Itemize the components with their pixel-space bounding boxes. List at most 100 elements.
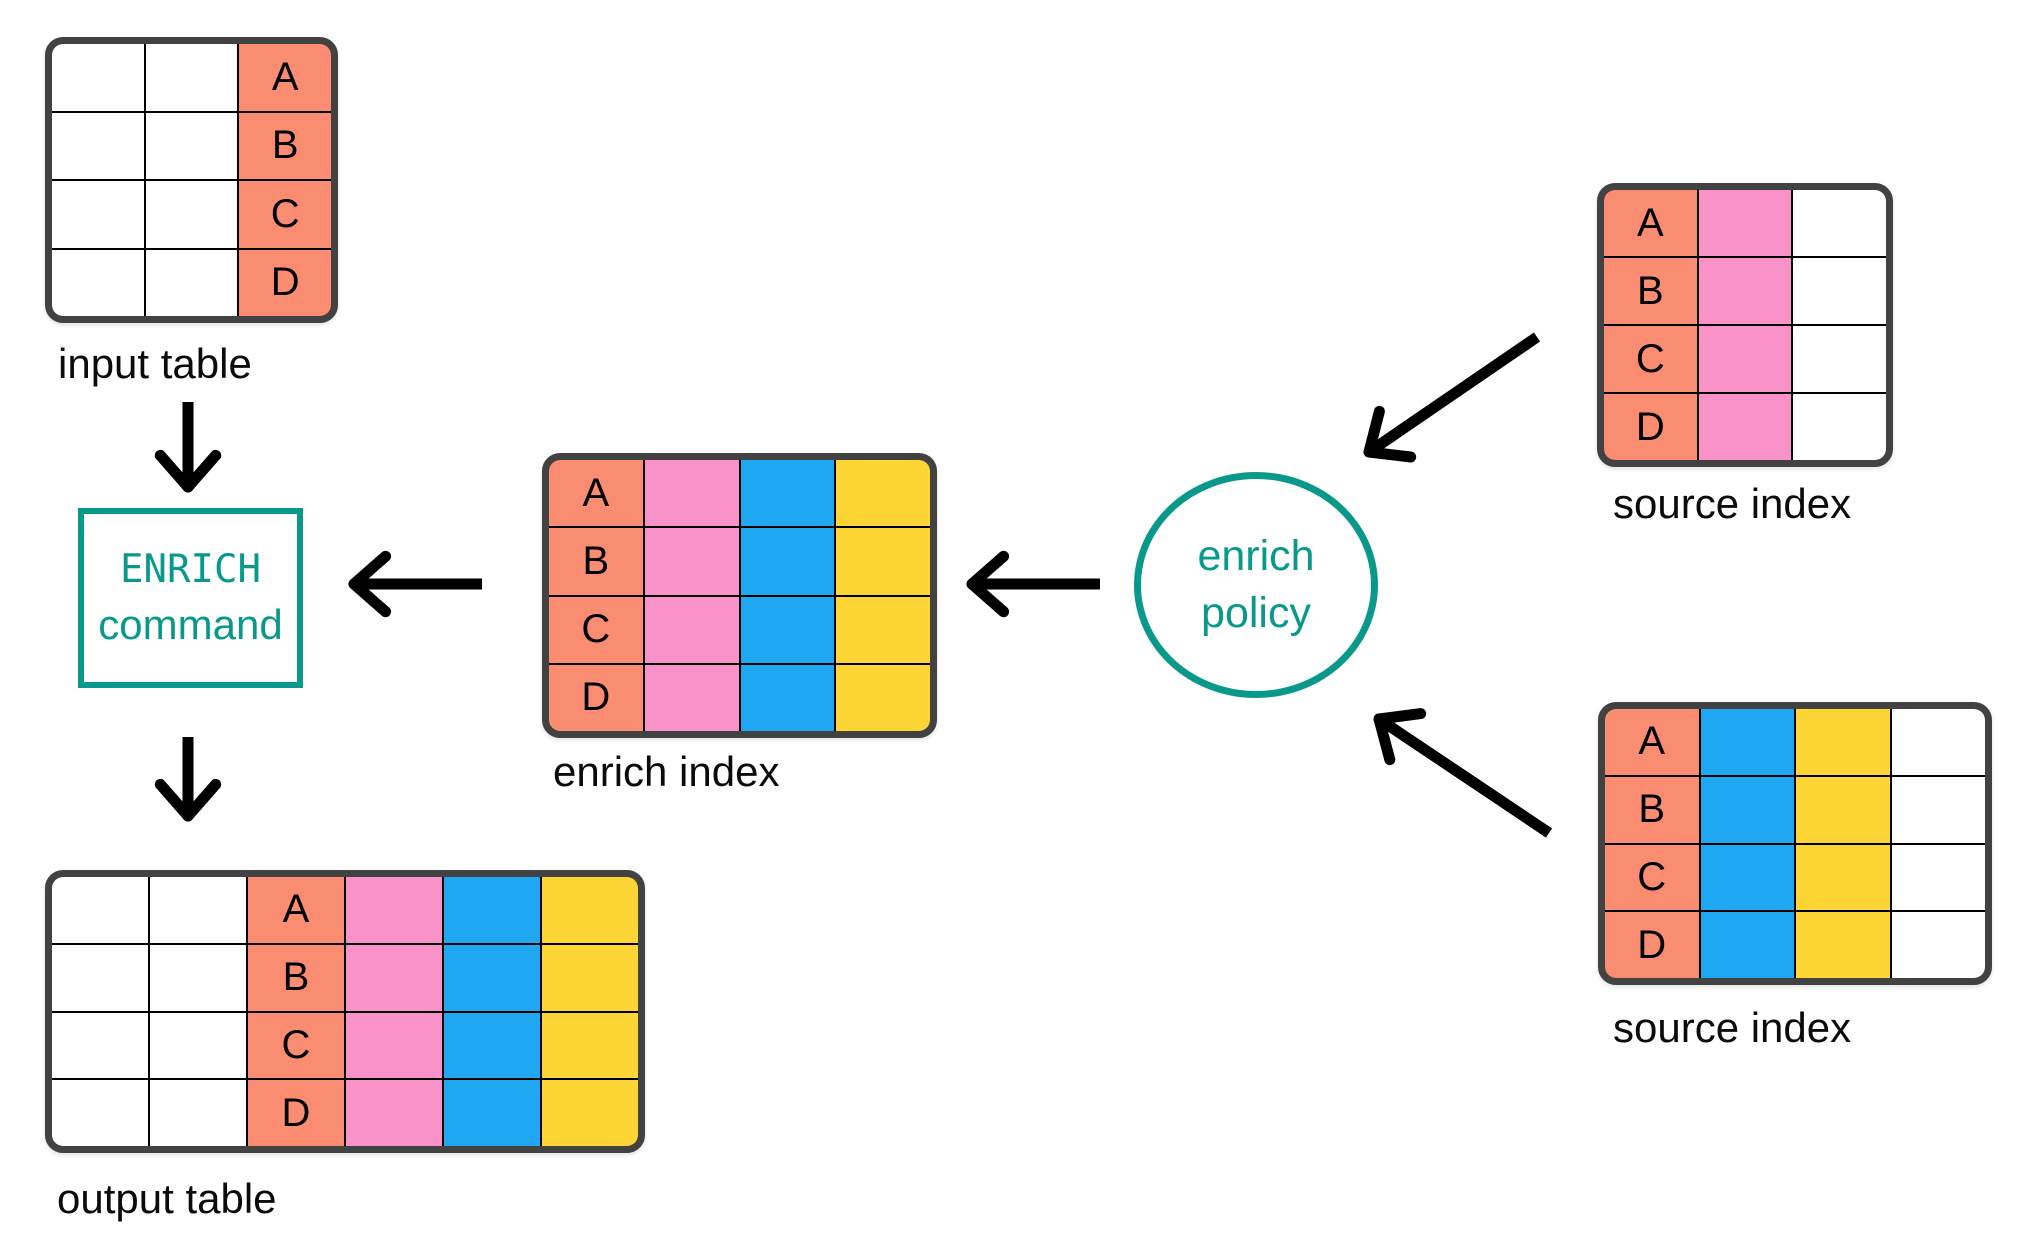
table-cell <box>644 596 739 663</box>
table-cell <box>444 1080 540 1146</box>
table-cell <box>1700 709 1794 775</box>
enrich-policy-node: enrich policy <box>1134 472 1378 698</box>
table-cell <box>1796 776 1890 843</box>
table-cell-letter: D <box>248 1080 344 1146</box>
table-cell <box>542 1012 638 1079</box>
table-cell <box>150 944 246 1011</box>
table-cell <box>836 460 930 527</box>
table-cell-letter: A <box>1604 190 1697 256</box>
table-cell-letter: C <box>549 596 643 663</box>
enrich-index-label: enrich index <box>553 748 780 795</box>
table-cell <box>52 181 144 248</box>
table-cell <box>1796 709 1890 775</box>
table-cell <box>52 44 144 111</box>
table-cell-letter: A <box>1605 709 1699 775</box>
table-cell <box>740 460 835 527</box>
arrow-policy-to-index <box>966 550 1100 618</box>
table-cell-letter: B <box>1605 776 1699 843</box>
source-index-top-label: source index <box>1613 480 1852 527</box>
table-cell <box>644 528 739 595</box>
table-cell <box>1698 258 1792 324</box>
table-cell-letter: A <box>239 44 331 111</box>
table-cell <box>52 249 144 316</box>
table-cell <box>1793 258 1886 324</box>
enrich-command-label-line1: ENRICH <box>120 547 261 593</box>
table-cell <box>740 528 835 595</box>
enrich-policy-label-line1: enrich <box>1197 532 1315 581</box>
output-table-label: output table <box>57 1175 277 1222</box>
arrow-sourcebottom-to-policy <box>1373 708 1553 838</box>
arrow-input-to-command <box>154 402 222 493</box>
input-table-label: input table <box>58 340 252 387</box>
table-cell <box>542 877 638 943</box>
table-cell <box>1796 912 1890 978</box>
table-cell <box>1700 844 1794 911</box>
table-cell <box>740 664 835 731</box>
table-cell <box>346 944 442 1011</box>
table-cell <box>346 877 442 943</box>
table-cell <box>150 877 246 943</box>
enrich-command-label-line2: command <box>98 601 283 648</box>
table-cell <box>644 460 739 527</box>
table-cell <box>52 112 144 179</box>
table-cell <box>1698 190 1792 256</box>
table-cell <box>1700 912 1794 978</box>
arrow-sourcetop-to-policy <box>1363 332 1541 463</box>
table-cell-letter: D <box>1605 912 1699 978</box>
table-cell <box>52 1080 148 1146</box>
table-cell-letter: C <box>1605 844 1699 911</box>
table-cell <box>145 112 238 179</box>
table-cell <box>836 596 930 663</box>
table-cell <box>346 1080 442 1146</box>
table-cell <box>150 1080 246 1146</box>
source-index-bottom-label: source index <box>1613 1004 1852 1051</box>
enrich-command-node: ENRICH command <box>78 508 303 688</box>
table-cell <box>542 944 638 1011</box>
table-cell-letter: C <box>239 181 331 248</box>
table-cell <box>145 249 238 316</box>
table-cell <box>346 1012 442 1079</box>
table-cell <box>1793 326 1886 392</box>
table-cell <box>836 528 930 595</box>
table-cell <box>1698 326 1792 392</box>
table-cell <box>52 1012 148 1079</box>
table-cell <box>444 944 540 1011</box>
table-cell <box>145 44 238 111</box>
table-cell <box>1700 776 1794 843</box>
table-cell-letter: B <box>549 528 643 595</box>
table-cell <box>1793 394 1886 460</box>
table-cell <box>150 1012 246 1079</box>
table-cell <box>1698 394 1792 460</box>
arrow-index-to-command <box>348 550 482 618</box>
table-cell-letter: A <box>549 460 643 527</box>
table-cell <box>52 944 148 1011</box>
table-cell <box>52 877 148 943</box>
table-cell-letter: D <box>549 664 643 731</box>
table-cell-letter: B <box>248 944 344 1011</box>
table-cell-letter: D <box>239 249 331 316</box>
arrow-command-to-output <box>154 737 222 822</box>
table-cell-letter: B <box>239 112 331 179</box>
table-cell <box>1891 709 1985 775</box>
table-cell-letter: C <box>1604 326 1697 392</box>
table-cell-letter: C <box>248 1012 344 1079</box>
table-cell-letter: D <box>1604 394 1697 460</box>
table-cell <box>1891 912 1985 978</box>
table-cell <box>1891 844 1985 911</box>
table-cell-letter: A <box>248 877 344 943</box>
table-cell <box>1796 844 1890 911</box>
table-cell <box>145 181 238 248</box>
enrich-policy-label-line2: policy <box>1201 589 1311 637</box>
table-cell <box>444 1012 540 1079</box>
table-cell <box>444 877 540 943</box>
table-cell-letter: B <box>1604 258 1697 324</box>
table-cell <box>740 596 835 663</box>
table-cell <box>1793 190 1886 256</box>
